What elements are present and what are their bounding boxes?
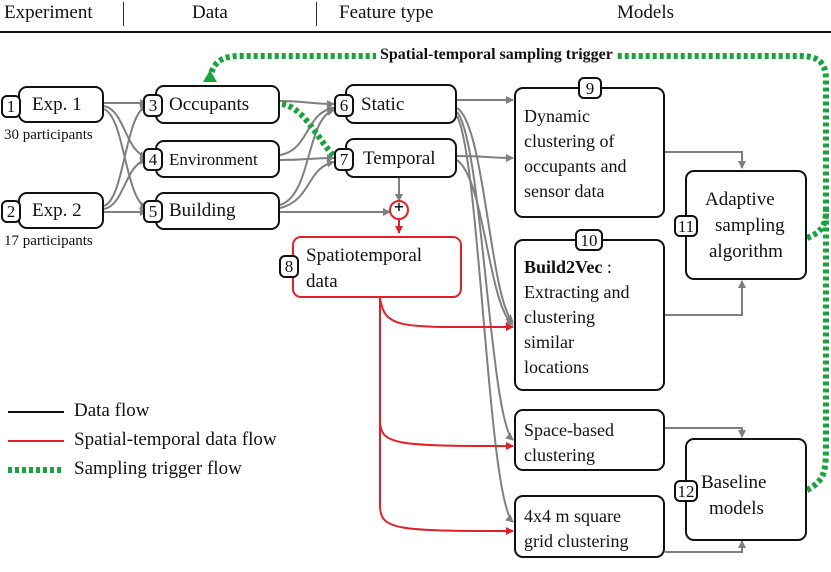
badge-8: 8 [279, 255, 299, 278]
grid-line-1: 4x4 m square [524, 506, 621, 526]
node-occupants: Occupants [155, 85, 280, 124]
node-exp2: Exp. 2 [18, 192, 104, 229]
baseline-line-1: Baseline [701, 472, 767, 493]
node-spatiotemporal-line2: data [306, 271, 338, 292]
edge-static-space [456, 111, 514, 441]
edge-building-static [279, 108, 335, 206]
node-static-label: Static [361, 94, 405, 115]
edge-static-grid [456, 115, 514, 523]
dynamic-line-4: sensor data [524, 181, 605, 201]
badge-9: 9 [578, 77, 602, 99]
node-temporal-label: Temporal [363, 148, 436, 169]
badge-7: 7 [334, 148, 354, 171]
legend-spatial-temporal-flow: Spatial-temporal data flow [74, 429, 277, 450]
legend-data-flow: Data flow [74, 400, 150, 421]
edge-temporal-dynamic [456, 153, 514, 162]
trigger-from-baseline [207, 53, 829, 493]
build2vec-title: Build2Vec [524, 257, 603, 277]
edge-exp2-occupants [103, 104, 148, 207]
dynamic-line-2: clustering of [524, 131, 615, 151]
node-grid-clustering: 4x4 m square grid clustering [514, 495, 665, 558]
node-dynamic-clustering: Dynamic clustering of occupants and sens… [514, 87, 665, 218]
edge-space-baseline [665, 427, 746, 438]
header-separator [123, 2, 124, 26]
baseline-line-2: models [709, 498, 764, 519]
build2vec-line-1: Extracting and [524, 282, 630, 302]
edge-dynamic-adaptive [665, 151, 746, 169]
badge-11: 11 [674, 215, 698, 237]
edge-environment-temporal [279, 154, 335, 163]
node-space-based-clustering: Space-based clustering [514, 409, 665, 471]
trigger-from-adaptive [805, 209, 829, 241]
edge-exp2-environment [103, 156, 148, 210]
header-experiment: Experiment [4, 2, 93, 23]
header-models: Models [617, 2, 674, 23]
grid-line-2: grid clustering [524, 531, 629, 551]
adaptive-line-3: algorithm [709, 241, 783, 262]
dynamic-line-3: occupants and [524, 156, 627, 176]
badge-5: 5 [143, 200, 163, 223]
node-spatiotemporal: Spatiotemporal data [292, 236, 462, 298]
dynamic-line-1: Dynamic [524, 106, 590, 126]
edge-occupants-static [279, 99, 335, 108]
space-line-2: clustering [524, 445, 595, 465]
node-environment: Environment [155, 140, 280, 178]
header-rule [0, 31, 831, 33]
adaptive-line-1: Adaptive [705, 189, 775, 210]
space-line-1: Space-based [524, 420, 614, 440]
badge-12: 12 [674, 480, 698, 502]
badge-10: 10 [575, 229, 603, 251]
node-exp1: Exp. 1 [18, 86, 104, 123]
badge-1: 1 [1, 95, 21, 118]
legend-trigger-flow: Sampling trigger flow [74, 458, 242, 479]
adaptive-line-2: sampling [715, 215, 785, 236]
node-baseline-models: Baseline models [685, 438, 807, 541]
edge-spatiotemporal-grid [379, 298, 514, 535]
node-temporal: Temporal [345, 138, 457, 178]
header-data: Data [192, 2, 228, 23]
build2vec-line-3: similar [524, 332, 574, 352]
build2vec-line-2: clustering [524, 307, 595, 327]
badge-4: 4 [143, 148, 163, 171]
edge-grid-baseline [665, 540, 746, 553]
badge-2: 2 [1, 200, 21, 223]
edge-building-temporal [279, 159, 335, 209]
node-environment-label: Environment [169, 150, 258, 169]
edge-spatiotemporal-build2vec [379, 297, 514, 332]
node-exp2-label: Exp. 2 [32, 200, 82, 221]
node-build2vec: Build2Vec : Extracting and clustering si… [514, 239, 665, 391]
merge-symbol: + [393, 200, 405, 215]
header-feature-type: Feature type [339, 2, 434, 23]
trigger-arrowhead [203, 70, 217, 82]
exp2-participants: 17 participants [4, 233, 93, 249]
node-building: Building [155, 192, 280, 230]
edge-static-build2vec [456, 107, 514, 323]
badge-3: 3 [143, 94, 163, 117]
node-spatiotemporal-line1: Spatiotemporal [306, 245, 423, 266]
build2vec-title-suffix: : [602, 257, 612, 277]
edge-exp1-building [103, 108, 148, 210]
edge-exp1-environment [103, 105, 148, 160]
node-building-label: Building [169, 200, 236, 221]
build2vec-title-line: Build2Vec : [524, 255, 612, 280]
edge-temporal-build2vec [456, 159, 514, 326]
exp1-participants: 30 participants [4, 127, 93, 143]
node-exp1-label: Exp. 1 [32, 94, 82, 115]
node-occupants-label: Occupants [169, 94, 250, 115]
header-separator [316, 2, 317, 26]
node-adaptive-sampling: Adaptive sampling algorithm [685, 170, 807, 280]
build2vec-line-4: locations [524, 357, 589, 377]
edge-static-adaptive [457, 84, 514, 130]
trigger-occupants-temporal [281, 101, 337, 159]
badge-6: 6 [334, 94, 354, 117]
node-static: Static [345, 84, 457, 124]
trigger-label: Spatial-temporal sampling trigger [376, 46, 617, 64]
edge-build2vec-adaptive [665, 280, 746, 316]
